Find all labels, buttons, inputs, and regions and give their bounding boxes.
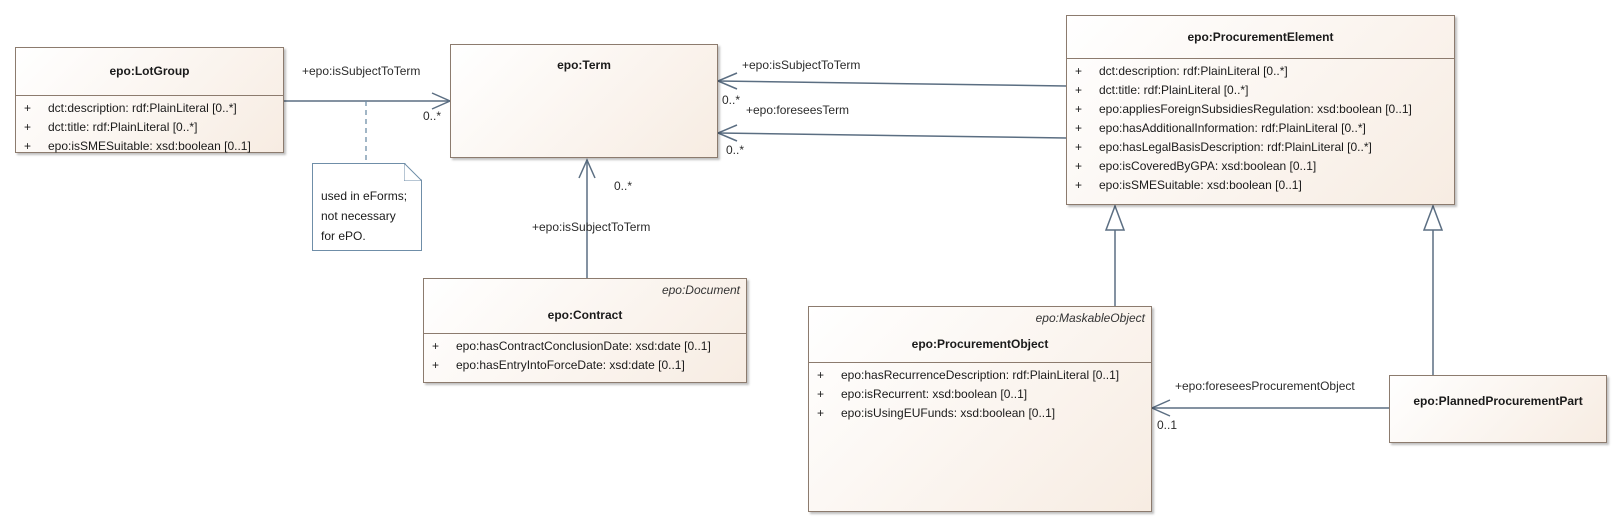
class-procurement-element[interactable]: epo:ProcurementElement +dct:description:… bbox=[1066, 15, 1455, 205]
assoc-ppp-po[interactable] bbox=[1150, 399, 1389, 417]
note-line-2: not necessary bbox=[321, 209, 396, 223]
generalization-po-pe[interactable] bbox=[1104, 203, 1126, 306]
attribute-row: +epo:hasLegalBasisDescription: rdf:Plain… bbox=[1075, 140, 1372, 154]
attribute-row: +epo:hasEntryIntoForceDate: xsd:date [0.… bbox=[432, 358, 685, 372]
attribute-row: +dct:description: rdf:PlainLiteral [0..*… bbox=[1075, 64, 1288, 78]
note-fold-icon bbox=[404, 163, 422, 181]
multiplicity-label: 0..* bbox=[423, 109, 442, 123]
multiplicity-label: 0..* bbox=[726, 143, 745, 157]
attribute-row: +epo:isUsingEUFunds: xsd:boolean [0..1] bbox=[817, 406, 1056, 420]
role-label: +epo:foreseesProcurementObject bbox=[1175, 379, 1355, 393]
attribute-row: +epo:hasContractConclusionDate: xsd:date… bbox=[432, 339, 711, 353]
attribute-row: +epo:hasRecurrenceDescription: rdf:Plain… bbox=[817, 368, 1120, 382]
class-stereotype: epo:Document bbox=[661, 283, 740, 297]
attribute-row: +epo:isSMESuitable: xsd:boolean [0..1] bbox=[24, 139, 251, 153]
attribute-row: +epo:isCoveredByGPA: xsd:boolean [0..1] bbox=[1075, 159, 1317, 173]
class-contract[interactable]: epo:Document epo:Contract +epo:hasContra… bbox=[423, 278, 747, 383]
assoc-pe-term-foresees[interactable] bbox=[716, 124, 1067, 142]
class-title: epo:LotGroup bbox=[109, 64, 190, 78]
attribute-row: +epo:isRecurrent: xsd:boolean [0..1] bbox=[817, 387, 1028, 401]
role-label: +epo:isSubjectToTerm bbox=[302, 64, 421, 78]
class-title: epo:ProcurementObject bbox=[911, 337, 1049, 351]
attribute-row: +epo:hasAdditionalInformation: rdf:Plain… bbox=[1075, 121, 1366, 135]
role-label: +epo:isSubjectToTerm bbox=[532, 220, 651, 234]
attribute-row: +dct:title: rdf:PlainLiteral [0..*] bbox=[24, 120, 198, 134]
role-label: +epo:foreseesTerm bbox=[746, 103, 850, 117]
multiplicity-label: 0..* bbox=[722, 93, 741, 107]
attribute-row: +dct:description: rdf:PlainLiteral [0..*… bbox=[24, 101, 237, 115]
class-title: epo:PlannedProcurementPart bbox=[1413, 394, 1583, 408]
class-title: epo:ProcurementElement bbox=[1187, 30, 1334, 44]
note-line-3: for ePO. bbox=[321, 229, 366, 243]
assoc-contract-term[interactable] bbox=[578, 158, 596, 278]
class-lot-group[interactable]: epo:LotGroup +dct:description: rdf:Plain… bbox=[15, 47, 284, 153]
attribute-list: +dct:description: rdf:PlainLiteral [0..*… bbox=[1067, 58, 1454, 195]
attribute-list: +epo:hasRecurrenceDescription: rdf:Plain… bbox=[809, 362, 1151, 423]
class-stereotype: epo:MaskableObject bbox=[1035, 311, 1145, 325]
multiplicity-label: 0..1 bbox=[1157, 418, 1178, 432]
assoc-pe-term-subject[interactable] bbox=[716, 72, 1067, 90]
attribute-row: +epo:appliesForeignSubsidiesRegulation: … bbox=[1075, 102, 1412, 116]
class-term[interactable]: epo:Term bbox=[450, 44, 718, 158]
class-title: epo:Contract bbox=[547, 308, 623, 322]
note-eforms[interactable]: used in eForms; not necessary for ePO. bbox=[312, 163, 422, 251]
attribute-row: +dct:title: rdf:PlainLiteral [0..*] bbox=[1075, 83, 1249, 97]
attribute-row: +epo:isSMESuitable: xsd:boolean [0..1] bbox=[1075, 178, 1302, 192]
class-title: epo:Term bbox=[557, 58, 611, 72]
attribute-list: +dct:description: rdf:PlainLiteral [0..*… bbox=[16, 95, 283, 156]
class-procurement-object[interactable]: epo:MaskableObject epo:ProcurementObject… bbox=[808, 306, 1152, 512]
assoc-lotgroup-term[interactable] bbox=[284, 92, 452, 110]
note-line-1: used in eForms; bbox=[321, 189, 408, 203]
generalization-ppp-pe[interactable] bbox=[1422, 203, 1444, 375]
role-label: +epo:isSubjectToTerm bbox=[742, 58, 861, 72]
multiplicity-label: 0..* bbox=[614, 179, 633, 193]
attribute-list: +epo:hasContractConclusionDate: xsd:date… bbox=[424, 333, 746, 375]
class-planned-procurement-part[interactable]: epo:PlannedProcurementPart bbox=[1389, 375, 1607, 443]
